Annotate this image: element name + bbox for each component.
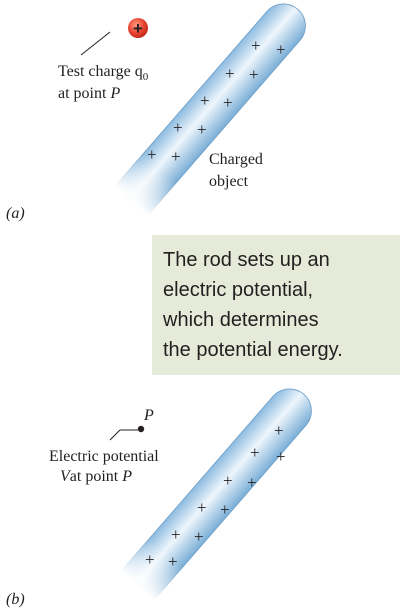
potential-label-line1: Electric potential — [49, 448, 159, 465]
potential-point-name: P — [121, 468, 132, 485]
rod-b-plus-4: + — [223, 471, 233, 490]
rod-a-plus-2: + — [276, 40, 286, 59]
potential-label-line2: Vat point P — [60, 468, 132, 485]
rod-a-plus-7: + — [173, 118, 183, 137]
callout-line-3: which determines — [162, 309, 319, 331]
charged-object-label-line2: object — [209, 173, 249, 190]
test-charge-label: Test charge q0 — [58, 63, 149, 83]
panel-b: + + + + + + + + + + + P Electric potenti… — [6, 379, 321, 608]
callout-line-4: the potential energy. — [163, 339, 343, 361]
rod-b-plus-8: + — [171, 525, 181, 544]
rod-b-plus-9: + — [194, 527, 204, 546]
point-p-dot — [138, 426, 144, 432]
rod-a-plus-6: + — [223, 93, 233, 112]
test-charge-point-prefix: at point — [58, 85, 110, 102]
test-charge-sign: + — [133, 19, 143, 38]
rod-b-plus-7: + — [220, 500, 230, 519]
rod-b-plus-1: + — [274, 421, 284, 440]
point-p-marker — [110, 426, 144, 440]
potential-label-mid: at point — [70, 468, 122, 485]
charged-object-label-line1: Charged — [209, 151, 263, 168]
test-charge-point-name: P — [109, 85, 120, 102]
callout-line-1: The rod sets up an — [163, 249, 330, 271]
point-p-name: P — [143, 407, 154, 424]
test-charge-label-text: Test charge q — [58, 63, 143, 80]
rod-a-plus-4: + — [249, 65, 259, 84]
rod-b-plus-6: + — [197, 498, 207, 517]
test-charge-point-label: at point P — [58, 85, 120, 102]
test-charge-leader-line — [81, 32, 110, 55]
rod-a-plus-3: + — [225, 64, 235, 83]
rod-b-plus-10: + — [145, 550, 155, 569]
rod-b-plus-5: + — [247, 473, 257, 492]
panel-a-label: (a) — [6, 205, 25, 222]
test-charge: + — [81, 18, 148, 55]
rod-a-plus-9: + — [147, 145, 157, 164]
rod-a-plus-8: + — [197, 120, 207, 139]
point-p-leader-line — [110, 430, 120, 440]
rod-a-plus-1: + — [251, 36, 261, 55]
panel-a: + + + + + + + + + + + Test charge q0 at … — [6, 0, 315, 222]
rod-a-plus-5: + — [200, 91, 210, 110]
panel-b-label: (b) — [6, 591, 25, 608]
rod-b-plus-3: + — [276, 447, 286, 466]
rod-b-plus-2: + — [250, 443, 260, 462]
test-charge-subscript: 0 — [143, 71, 149, 83]
callout-line-2: electric potential, — [163, 279, 313, 301]
rod-b-plus-11: + — [168, 552, 178, 571]
rod-a-plus-10: + — [171, 147, 181, 166]
callout-box: The rod sets up an electric potential, w… — [152, 235, 400, 375]
